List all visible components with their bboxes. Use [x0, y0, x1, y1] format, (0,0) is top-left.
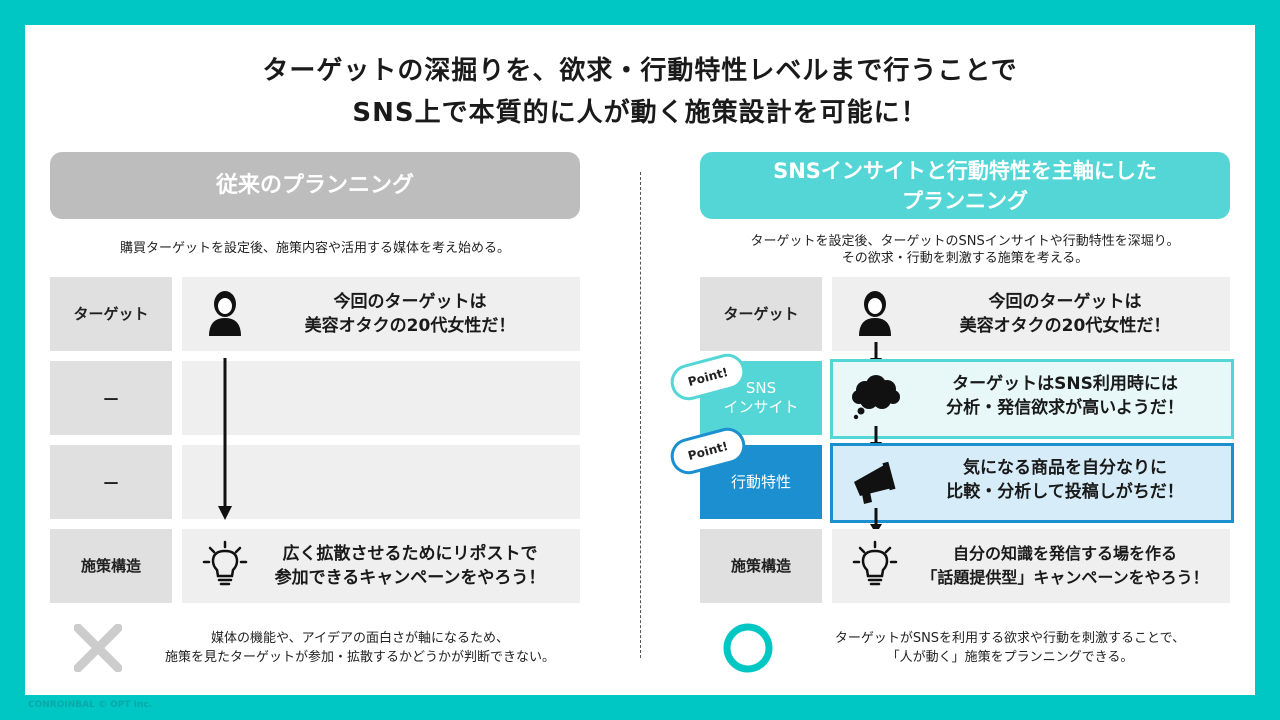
- column-divider: [640, 172, 641, 658]
- right-target-text2: 美容オタクの20代女性だ！: [959, 316, 1171, 336]
- left-subtitle: 購買ターゲットを設定後、施策内容や活用する媒体を考え始める。: [119, 241, 510, 256]
- right-label-sns-insight: SNS インサイト: [700, 361, 822, 435]
- point-badge-behavior-text: Point!: [686, 438, 730, 464]
- left-label-empty-1: —: [50, 361, 172, 435]
- left-title-text: 従来のプランニング: [215, 172, 414, 198]
- right-subtitle-line2: その欲求・行動を刺激する施策を考える。: [841, 251, 1089, 266]
- left-label-empty-2: —: [50, 445, 172, 519]
- right-label-behavior-text: 行動特性: [730, 472, 791, 491]
- left-cell-empty-2: [182, 445, 580, 519]
- right-subtitle-line1: ターゲットを設定後、ターゲットのSNSインサイトや行動特性を深堀り。: [750, 234, 1180, 249]
- right-title-line2: プランニング: [902, 188, 1028, 213]
- lightbulb-icon: [852, 540, 898, 586]
- left-note-line2: 施策を見たターゲットが参加・拡散するかどうかが判断できない。: [164, 650, 555, 665]
- left-label-empty-1-text: —: [103, 388, 119, 407]
- left-target-text2: 美容オタクの20代女性だ！: [304, 316, 516, 336]
- right-title-line1: SNSインサイトと行動特性を主軸にした: [773, 158, 1157, 183]
- right-cell-measure: [832, 529, 1230, 603]
- right-note-line2: 「人が動く」施策をプランニングできる。: [886, 650, 1134, 665]
- woman-icon: [209, 291, 241, 336]
- right-insight-text1: ターゲットはSNS利用時には: [952, 374, 1178, 394]
- left-label-empty-2-text: —: [103, 472, 119, 491]
- right-measure-text2: 「話題提供型」キャンペーンをやろう！: [921, 568, 1209, 587]
- left-note-line1: 媒体の機能や、アイデアの面白さが軸になるため、: [211, 631, 509, 646]
- right-insight-text2: 分析・発信欲求が高いようだ！: [946, 398, 1184, 418]
- left-down-arrow-icon: [218, 358, 232, 520]
- copyright: CONROINBAL © OPT Inc.: [28, 700, 153, 710]
- lightbulb-icon: [202, 540, 248, 586]
- left-cell-measure: [182, 529, 580, 603]
- right-cell-target: [832, 277, 1230, 351]
- left-cell-target: [182, 277, 580, 351]
- right-cell-behavior: [830, 443, 1234, 523]
- right-column-title: SNSインサイトと行動特性を主軸にした プランニング: [700, 152, 1230, 219]
- right-behavior-text2: 比較・分析して投稿しがちだ！: [946, 482, 1184, 502]
- right-target-text1: 今回のターゲットは: [988, 292, 1142, 312]
- megaphone-icon: [854, 461, 896, 504]
- left-measure-text2: 参加できるキャンペーンをやろう！: [274, 568, 546, 588]
- left-label-target-text: ターゲット: [73, 304, 149, 323]
- right-label-measure: 施策構造: [700, 529, 822, 603]
- right-label-target-text: ターゲット: [723, 304, 799, 323]
- right-label-sns-text: SNS: [745, 379, 777, 397]
- right-label-target: ターゲット: [700, 277, 822, 351]
- point-badge-insight-text: Point!: [686, 364, 730, 390]
- thought-cloud-icon: [852, 375, 900, 420]
- left-cell-empty-1: [182, 361, 580, 435]
- right-measure-text1: 自分の知識を発信する場を作る: [952, 544, 1177, 563]
- cross-icon: [74, 624, 122, 672]
- headline-line2: SNS上で本質的に人が動く施策設計を可能に！: [352, 98, 928, 128]
- left-column-title: 従来のプランニング: [50, 152, 580, 219]
- circle-check-icon: [723, 623, 773, 673]
- woman-icon: [859, 291, 891, 336]
- right-behavior-text1: 気になる商品を自分なりに: [963, 458, 1167, 478]
- headline-line1: ターゲットの深掘りを、欲求・行動特性レベルまで行うことで: [262, 56, 1018, 86]
- right-label-measure-text: 施策構造: [730, 556, 791, 575]
- left-label-target: ターゲット: [50, 277, 172, 351]
- right-note-line1: ターゲットがSNSを利用する欲求や行動を刺激することで、: [834, 631, 1186, 646]
- right-label-insight-text: インサイト: [723, 398, 799, 416]
- left-measure-text1: 広く拡散させるためにリポストで: [282, 544, 538, 564]
- left-label-measure: 施策構造: [50, 529, 172, 603]
- left-label-measure-text: 施策構造: [80, 556, 141, 575]
- left-target-text1: 今回のターゲットは: [333, 292, 487, 312]
